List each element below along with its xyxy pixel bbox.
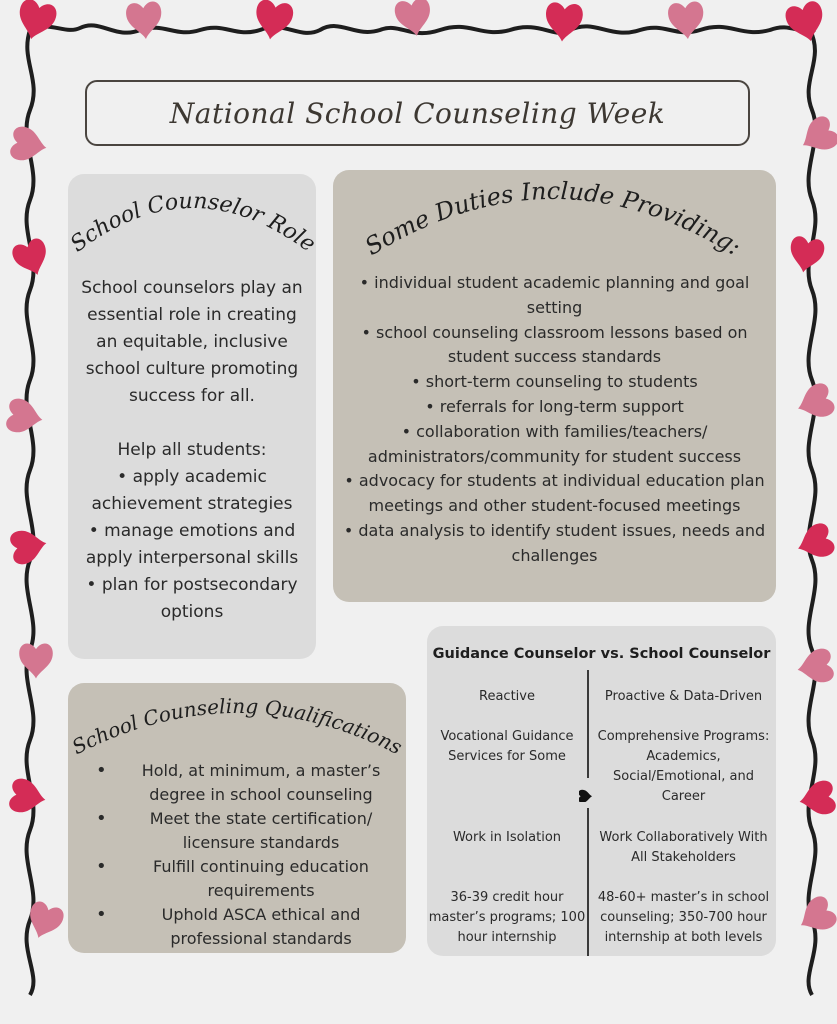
qualification-item: • Hold, at minimum, a master’s degree in…	[96, 759, 396, 807]
bullet-icon: •	[96, 808, 107, 829]
qualification-item: • Uphold ASCA ethical and professional s…	[96, 903, 396, 951]
comparison-row: 36-39 credit hour master’s programs; 100…	[427, 888, 776, 948]
role-item: • manage emotions and apply interpersona…	[85, 521, 299, 568]
guidance-counselor-cell: Vocational Guidance Services for Some	[440, 729, 574, 764]
comparison-row: Reactive Proactive & Data-Driven	[427, 687, 776, 707]
qualifications-heading: School Counseling Qualifications	[68, 694, 406, 759]
qualifications-card: School Counseling Qualifications • Hold,…	[68, 683, 406, 953]
school-counselor-cell: Proactive & Data-Driven	[604, 689, 763, 704]
comparison-divider-bottom	[587, 808, 589, 956]
guidance-counselor-cell: 36-39 credit hour master’s programs; 100…	[428, 890, 586, 945]
duty-item: • short-term counseling to students	[411, 372, 698, 392]
school-counselor-cell: Comprehensive Programs: Academics, Socia…	[597, 729, 770, 804]
comparison-divider-top	[587, 670, 589, 778]
duty-item: • collaboration with families/teachers/ …	[367, 421, 742, 466]
role-item: • apply academic achievement strategies	[91, 467, 293, 514]
comparison-row: Vocational Guidance Services for Some Co…	[427, 727, 776, 807]
bullet-icon: •	[96, 760, 107, 781]
qualification-item: • Meet the state certification/ licensur…	[96, 807, 396, 855]
role-item: • plan for postsecondary options	[86, 575, 298, 622]
duty-item: • individual student academic planning a…	[359, 273, 750, 317]
role-heading: School Counselor Role	[66, 189, 320, 257]
page-title: National School Counseling Week	[169, 96, 666, 130]
guidance-counselor-cell: Reactive	[479, 689, 535, 704]
comparison-title: Guidance Counselor vs. School Counselor	[432, 646, 771, 662]
duties-heading: Some Duties Include Providing:	[360, 177, 746, 261]
qualification-item: • Fulfill continuing education requireme…	[96, 855, 396, 903]
duty-item: • referrals for long-term support	[425, 396, 684, 416]
duty-item: • school counseling classroom lessons ba…	[361, 322, 748, 367]
bullet-icon: •	[96, 904, 107, 925]
comparison-row: Work in Isolation Work Collaboratively W…	[427, 828, 776, 868]
svg-text:Some Duties Include Providing:: Some Duties Include Providing:	[360, 177, 746, 261]
duties-card: Some Duties Include Providing: • individ…	[333, 170, 776, 602]
svg-text:School Counselor Role: School Counselor Role	[66, 189, 320, 257]
school-counselor-role-card: School Counselor Role School counselors …	[66, 174, 320, 659]
role-intro: School counselors play an essential role…	[81, 278, 303, 406]
school-counselor-cell: 48-60+ master’s in school counseling; 35…	[597, 890, 770, 945]
bullet-icon: •	[96, 856, 107, 877]
svg-text:School Counseling Qualificatio: School Counseling Qualifications	[68, 694, 406, 759]
duty-item: • advocacy for students at individual ed…	[344, 471, 765, 516]
heart-icon	[579, 789, 593, 802]
school-counselor-cell: Work Collaboratively With All Stakeholde…	[599, 830, 768, 865]
title-banner: National School Counseling Week	[85, 80, 750, 146]
qualifications-list: • Hold, at minimum, a master’s degree in…	[96, 759, 396, 951]
comparison-card: Guidance Counselor vs. School Counselor …	[427, 626, 776, 956]
duties-list: • individual student academic planning a…	[343, 271, 766, 569]
role-help-heading: Help all students:	[117, 440, 267, 460]
duty-item: • data analysis to identify student issu…	[343, 520, 766, 565]
role-description: School counselors play an essential role…	[78, 275, 306, 626]
guidance-counselor-cell: Work in Isolation	[452, 830, 562, 845]
